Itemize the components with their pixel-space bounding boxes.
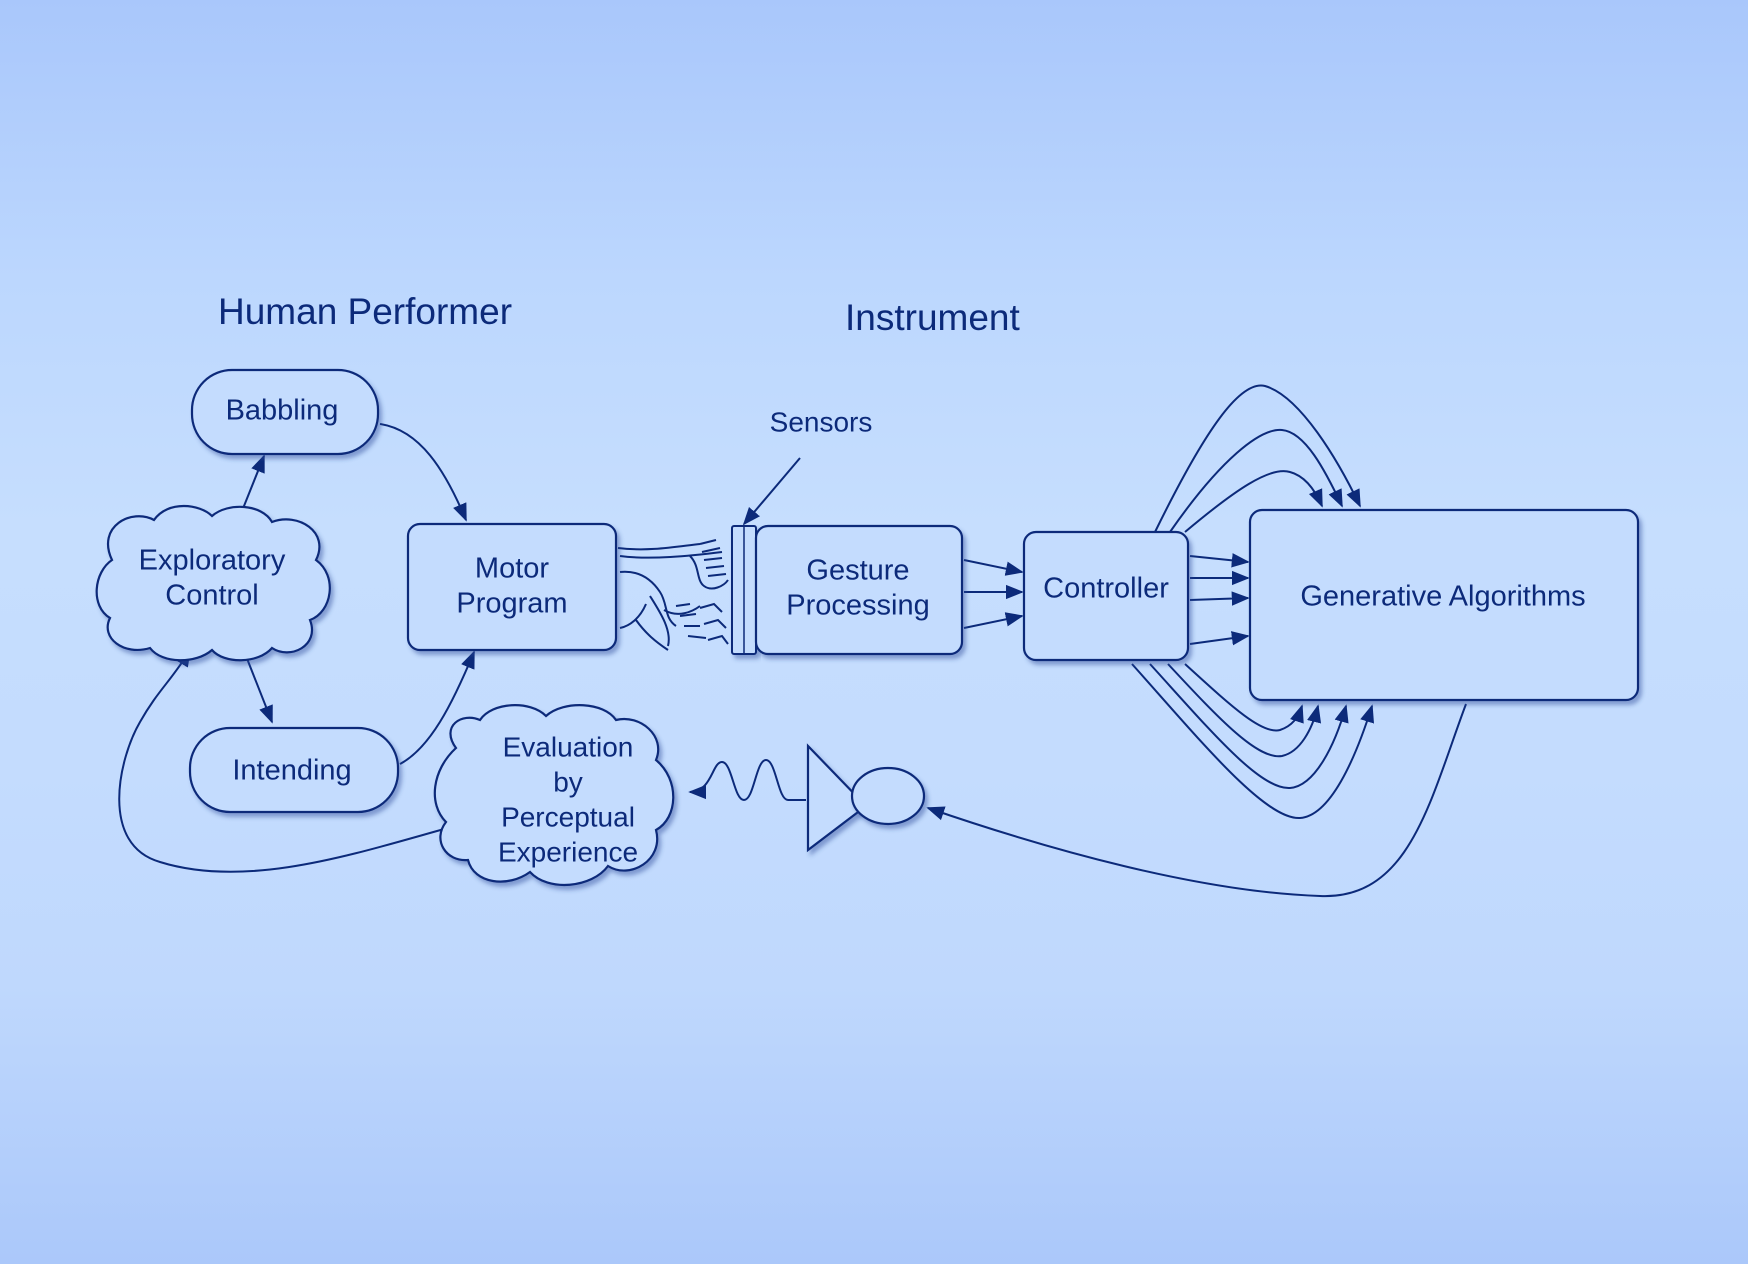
sensors-label: Sensors: [770, 406, 873, 437]
arrow-generative-to-speaker: [926, 703, 1467, 898]
arrow-gesture-to-controller-1: [963, 559, 1024, 576]
amplifier-speaker-icon: [806, 743, 926, 853]
exploratory-label-line2: Control: [165, 580, 259, 612]
connectors: [118, 384, 1467, 898]
node-motor-program: Motor Program: [406, 522, 618, 652]
arrow-controller-to-generative-1: [1189, 553, 1250, 568]
arrow-upper-arc-3: [1184, 470, 1323, 533]
arrow-sensors-pointer: [742, 457, 801, 526]
node-controller: Controller: [1022, 530, 1190, 662]
evaluation-label-line1: Evaluation: [503, 731, 634, 762]
heading-instrument: Instrument: [845, 297, 1021, 338]
intending-label: Intending: [232, 755, 351, 787]
motor-label-line1: Motor: [475, 553, 549, 585]
gesture-label-line1: Gesture: [806, 555, 909, 587]
exploratory-label-line1: Exploratory: [139, 545, 286, 577]
arrow-controller-to-generative-4: [1189, 631, 1250, 646]
node-exploratory-control: Exploratory Control: [95, 505, 331, 662]
node-generative-algorithms: Generative Algorithms: [1248, 508, 1640, 702]
evaluation-label-line2: by: [553, 766, 583, 797]
node-babbling: Babbling: [190, 368, 380, 456]
gesture-label-line2: Processing: [786, 590, 929, 622]
generative-label: Generative Algorithms: [1300, 581, 1585, 613]
controller-label: Controller: [1043, 573, 1169, 605]
node-intending: Intending: [188, 726, 400, 814]
motor-label-line2: Program: [456, 588, 567, 620]
arrow-exploratory-to-intending: [245, 655, 273, 724]
hands-sketch: [617, 539, 729, 651]
evaluation-label-line3: Perceptual: [501, 801, 635, 832]
node-evaluation: Evaluation by Perceptual Experience: [433, 704, 675, 886]
arrow-upper-arc-2: [1169, 428, 1343, 533]
evaluation-label-line4: Experience: [498, 836, 638, 867]
sound-wave-to-evaluation: [688, 758, 806, 802]
arrow-gesture-to-controller-3: [963, 612, 1024, 629]
arrow-intending-to-motor: [399, 650, 475, 765]
arrow-lower-arc-2: [1149, 663, 1349, 790]
babbling-label: Babbling: [226, 395, 339, 427]
arrow-lower-arc-4: [1184, 663, 1304, 732]
arrow-controller-to-generative-3: [1189, 591, 1250, 606]
amplifier-icon: [806, 743, 868, 853]
heading-human-performer: Human Performer: [218, 291, 512, 332]
arrow-upper-arc-1: [1154, 384, 1361, 533]
speaker-icon: [850, 766, 926, 826]
arrow-evaluation-to-exploratory: [118, 648, 456, 873]
node-gesture-processing: Gesture Processing: [754, 524, 964, 656]
arrow-lower-arc-1: [1131, 663, 1375, 820]
arrow-babbling-to-motor: [379, 423, 467, 522]
arrow-lower-arc-3: [1167, 663, 1322, 758]
